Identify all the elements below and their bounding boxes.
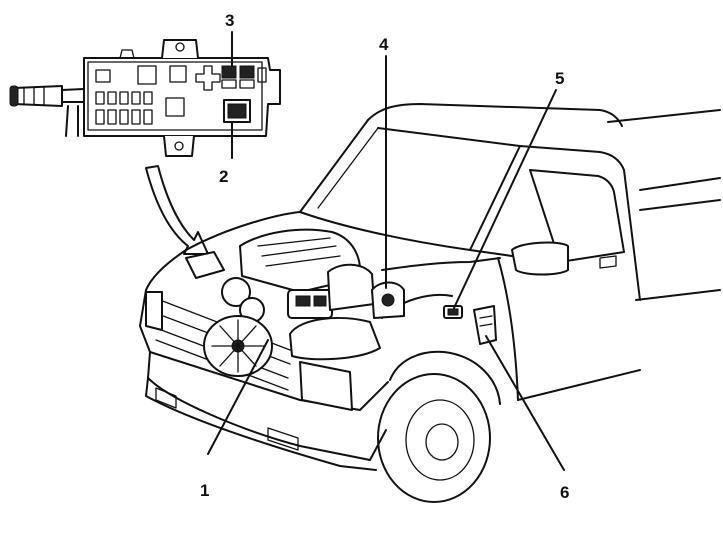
component-4 xyxy=(371,281,405,319)
engine-bay xyxy=(185,228,497,377)
component-5 xyxy=(443,305,463,319)
fuse-row xyxy=(95,69,153,125)
headlight-right xyxy=(299,361,353,411)
relay-box-inset xyxy=(9,39,281,157)
relay-3 xyxy=(221,65,267,89)
mounting-tab-bottom xyxy=(163,135,195,157)
leader-line-5 xyxy=(453,89,557,309)
side-mirror xyxy=(511,241,569,276)
callout-1: 1 xyxy=(200,481,209,500)
mounting-tab-top xyxy=(161,39,199,59)
harness-connector xyxy=(9,85,85,137)
relay-small xyxy=(137,65,157,85)
relay-2 xyxy=(223,99,251,123)
callout-2: 2 xyxy=(219,167,228,186)
leader-line-6 xyxy=(485,335,565,471)
front-wheel xyxy=(377,373,491,503)
headlight-left xyxy=(145,291,163,331)
relay-box-location xyxy=(185,251,225,279)
callout-6: 6 xyxy=(560,483,569,502)
pickup-truck xyxy=(139,103,721,503)
relay-cross xyxy=(195,65,221,91)
air-cleaner xyxy=(289,317,381,361)
callout-3: 3 xyxy=(225,11,234,30)
location-arrow xyxy=(145,165,209,255)
component-1 xyxy=(287,289,333,319)
component-6 xyxy=(473,305,497,345)
callout-4: 4 xyxy=(379,35,389,54)
leader-line-1 xyxy=(207,339,269,455)
callout-5: 5 xyxy=(555,69,564,88)
